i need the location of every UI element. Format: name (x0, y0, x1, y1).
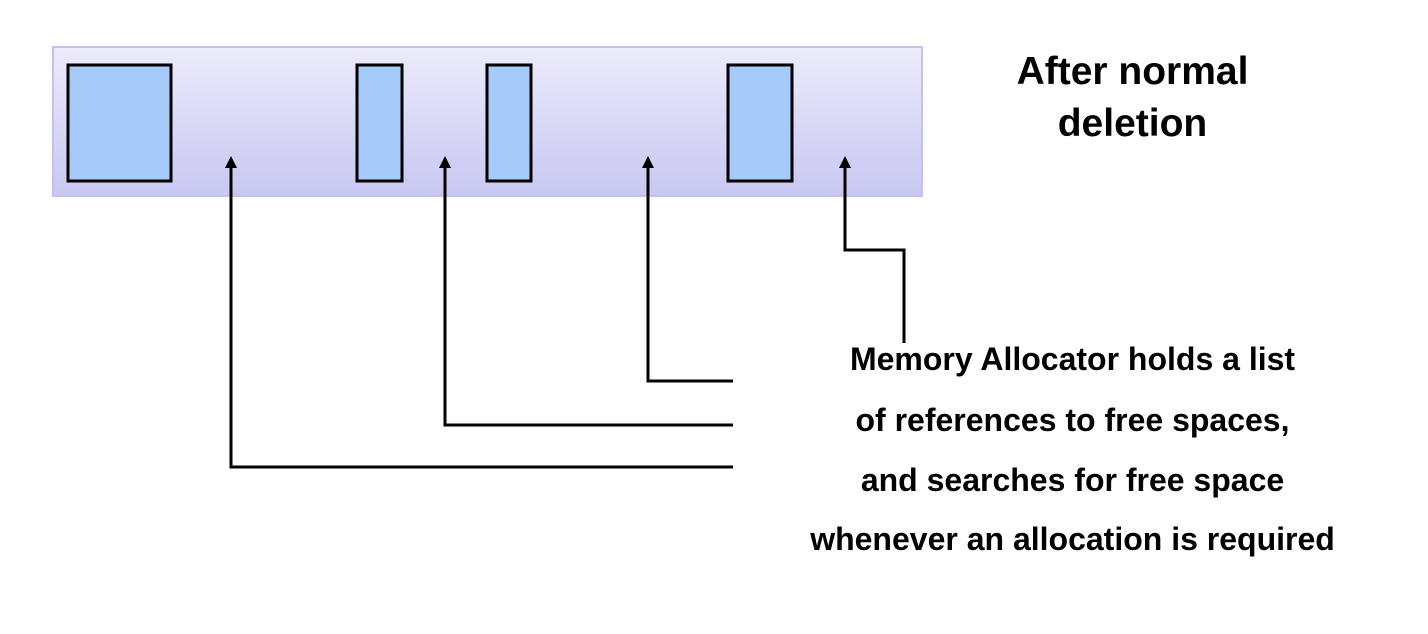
free-space-pointer-arrow (225, 156, 733, 469)
allocated-block (485, 63, 533, 183)
state-title-line-2: deletion (1057, 102, 1208, 145)
allocated-block (355, 63, 404, 183)
free-space-pointer-arrow (839, 156, 906, 343)
allocated-block (66, 63, 173, 183)
caption-line-4: whenever an allocation is required (810, 521, 1335, 557)
caption-line-2: of references to free spaces, (855, 402, 1290, 438)
state-title-line-1: After normal (1016, 50, 1249, 93)
free-space-pointer-arrow (642, 156, 733, 383)
allocated-block (726, 63, 794, 183)
caption-line-3: and searches for free space (860, 462, 1285, 498)
free-space-pointer-arrow (439, 156, 733, 427)
caption-line-1: Memory Allocator holds a list (849, 341, 1296, 377)
